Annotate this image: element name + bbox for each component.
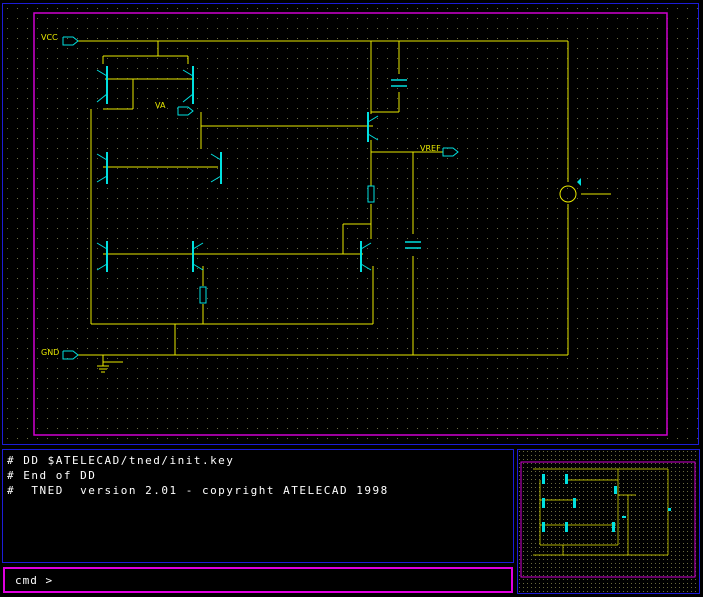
ports[interactable] bbox=[62, 36, 459, 360]
resistor[interactable] bbox=[199, 286, 207, 304]
capacitor[interactable] bbox=[405, 241, 421, 249]
current-source[interactable] bbox=[559, 185, 577, 203]
ground-symbol bbox=[97, 365, 109, 373]
overview-grid bbox=[518, 450, 699, 593]
wires bbox=[78, 40, 611, 366]
console-line: # End of DD bbox=[7, 469, 97, 482]
console-line: # TNED version 2.01 - copyright ATELECAD… bbox=[7, 484, 389, 497]
sheet-frame bbox=[33, 12, 668, 436]
source-arrow-icon bbox=[577, 178, 581, 186]
overview-frame bbox=[520, 461, 696, 578]
command-prompt: cmd > bbox=[15, 574, 54, 587]
resistor[interactable] bbox=[367, 185, 375, 203]
command-input[interactable]: cmd > bbox=[3, 567, 513, 593]
net-label-gnd: GND bbox=[41, 348, 59, 357]
transistors[interactable] bbox=[106, 66, 369, 272]
schematic-panel[interactable]: VCC GND VA VREF bbox=[2, 3, 699, 445]
schematic-canvas[interactable]: VCC GND VA VREF bbox=[3, 4, 698, 444]
overview-wires bbox=[533, 468, 669, 556]
net-label-va: VA bbox=[155, 101, 166, 110]
net-label-vcc: VCC bbox=[41, 33, 58, 42]
console-panel: # DD $ATELECAD/tned/init.key # End of DD… bbox=[2, 449, 514, 563]
overview-canvas[interactable] bbox=[518, 450, 699, 593]
overview-panel[interactable] bbox=[517, 449, 700, 594]
transistor-leads bbox=[96, 69, 379, 271]
console-line: # DD $ATELECAD/tned/init.key bbox=[7, 454, 235, 467]
net-label-vref: VREF bbox=[420, 144, 441, 153]
overview-components bbox=[542, 474, 671, 532]
capacitor[interactable] bbox=[391, 79, 407, 87]
